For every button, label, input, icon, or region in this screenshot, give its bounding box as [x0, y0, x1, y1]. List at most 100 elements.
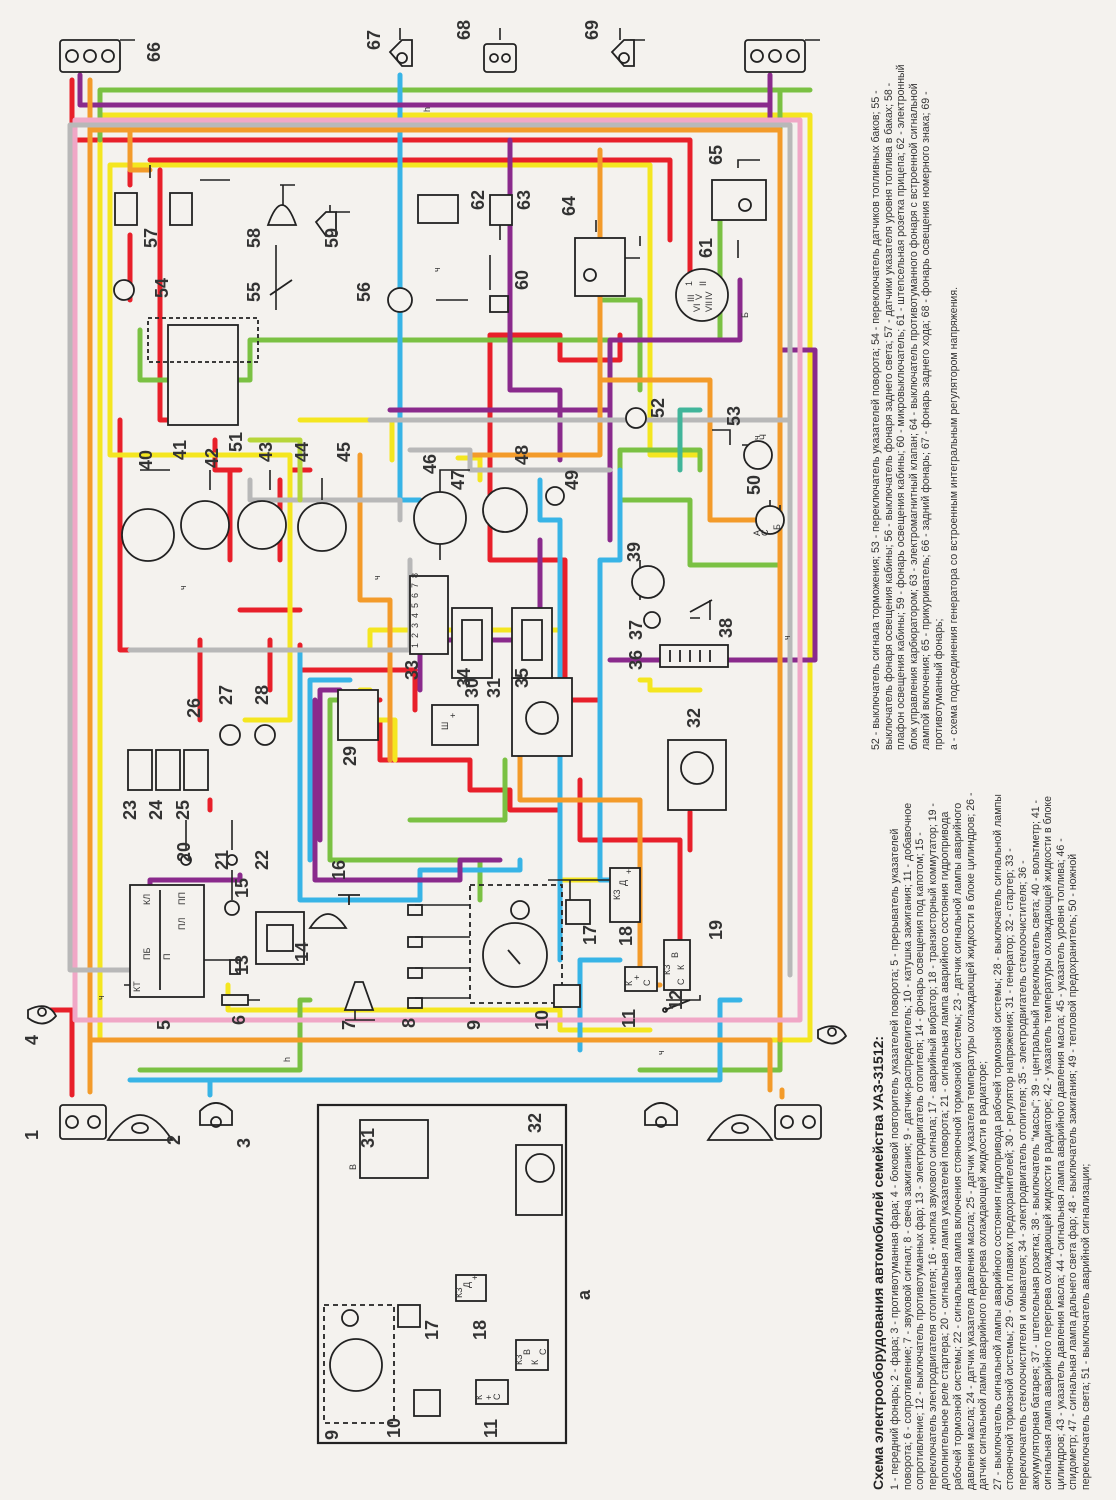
pin-label-comp61: VII [704, 301, 714, 312]
starter-relay-19 [663, 939, 691, 991]
component-number-54: 54 [152, 278, 172, 298]
gauge-40 [121, 508, 175, 562]
thin-line [149, 165, 230, 181]
thin-lines [120, 28, 820, 1415]
pin-label-comp61: 1 [684, 281, 694, 286]
wire-blue [297, 647, 523, 903]
component-number-51: 51 [226, 432, 246, 452]
wire-purple [317, 687, 343, 843]
pin-label-comp30: Ш [440, 722, 450, 730]
component-number-20: 20 [174, 842, 194, 862]
component-number-27: 27 [216, 685, 236, 705]
components [27, 39, 848, 1445]
commutator-18 [609, 867, 641, 923]
component-number-11: 11 [619, 1009, 639, 1028]
component-number-55: 55 [244, 282, 264, 302]
light-switch-39 [631, 565, 665, 599]
component-number-23: 23 [120, 800, 140, 820]
component-number-58: 58 [244, 228, 264, 248]
rear-lamp-66-right [744, 39, 806, 73]
wire-orange [87, 1037, 785, 1100]
component-number-47: 47 [448, 470, 468, 490]
pin-label-comp5: ПБ [142, 948, 152, 960]
pin-label-inset18: КЗ [454, 1287, 464, 1298]
wire-purple [312, 697, 503, 883]
trailer-socket-61 [675, 268, 729, 322]
caption-title: Схема электрооборудования автомобилей се… [870, 1035, 886, 1490]
pin-label-comp18: + [624, 869, 634, 874]
wire-letter: ч [96, 995, 106, 1000]
component-number-24: 24 [146, 800, 166, 820]
wire-letter: ч [782, 635, 792, 640]
component-number-48: 48 [512, 445, 532, 465]
fog-lamp-3-right [644, 1102, 678, 1128]
solenoid-valve-63 [489, 194, 513, 226]
inset-frame [316, 1103, 568, 1445]
heater-motor-34 [451, 607, 493, 679]
pin-label-comp11: С [642, 979, 652, 986]
legend-right-2: а - схема подсоединения генератора со вс… [947, 286, 960, 750]
pin-label-comp5: ПП [177, 892, 187, 905]
front-lamp-1-left [59, 1104, 107, 1140]
component-number-30: 30 [462, 678, 482, 698]
pin-label-comp50: С [760, 529, 770, 536]
legend-right-1: 52 - выключатель сигнала торможения; 53 … [870, 64, 945, 750]
component-number-9: 9 [464, 1020, 484, 1030]
thin-line [329, 205, 350, 213]
fuel-switch-54 [113, 279, 135, 301]
wire-letter: ч [432, 267, 442, 272]
horn-button-16 [338, 894, 360, 905]
gauge-42 [180, 500, 230, 550]
thin-line [140, 469, 323, 500]
wire-green [137, 997, 313, 1073]
pin-label-comp61: VI [692, 303, 702, 312]
wiper-switch-33 [409, 575, 449, 655]
resistor-6 [221, 994, 249, 1006]
component-number-34: 34 [454, 668, 474, 688]
component-number-38: 38 [716, 618, 736, 638]
pin-label-inset19: С [538, 1348, 548, 1355]
wire-green [637, 1037, 783, 1073]
component-number-59: 59 [322, 228, 342, 248]
wire-letter: ч [656, 1050, 666, 1055]
component-number-3: 3 [234, 1138, 254, 1148]
starter-32 [667, 739, 727, 811]
wire-letter: ч [178, 585, 188, 590]
component-number-7: 7 [339, 1020, 359, 1030]
headlamp-2-left [106, 1114, 174, 1141]
repeater-4-left [27, 1005, 58, 1025]
front-lamp-1-right [774, 1104, 822, 1140]
emergency-vibrator-17 [565, 899, 591, 925]
wire-grey [367, 417, 793, 473]
pin-label-comp50: Б [772, 524, 782, 530]
pin-label-comp33: 7 [410, 583, 420, 588]
component-number-63: 63 [514, 190, 534, 210]
wire-teal [677, 407, 703, 473]
cab-lamp-switch-55 [269, 279, 293, 296]
pin-label-comp61b: Б [740, 312, 750, 318]
wire-red [577, 777, 693, 943]
headlamp-2-right [706, 1114, 774, 1141]
wire-green [407, 757, 508, 823]
component-number-50: 50 [744, 475, 764, 495]
horn-7 [343, 981, 375, 1011]
component-number-17: 17 [580, 925, 600, 945]
cigarette-lighter-65 [711, 179, 767, 221]
pin-label-comp33: 2 [410, 633, 420, 638]
component-number-41: 41 [170, 440, 190, 460]
wire-blue [577, 957, 623, 1053]
component-number-32: 32 [525, 1113, 545, 1133]
component-number-57: 57 [141, 228, 161, 248]
wire-green [137, 327, 263, 383]
component-number-13: 13 [232, 955, 252, 975]
pin-label-comp33: 5 [410, 603, 420, 608]
component-number-26: 26 [184, 698, 204, 718]
component-number-67: 67 [364, 30, 384, 50]
mass-switch-38 [689, 599, 713, 613]
wire-purple [387, 277, 743, 413]
wiper-motor-35 [511, 607, 553, 679]
pin-label-comp33: 1 [410, 643, 420, 648]
plate-lamp-68 [483, 43, 517, 73]
pin-label-inset19: КЗ [514, 1354, 524, 1365]
